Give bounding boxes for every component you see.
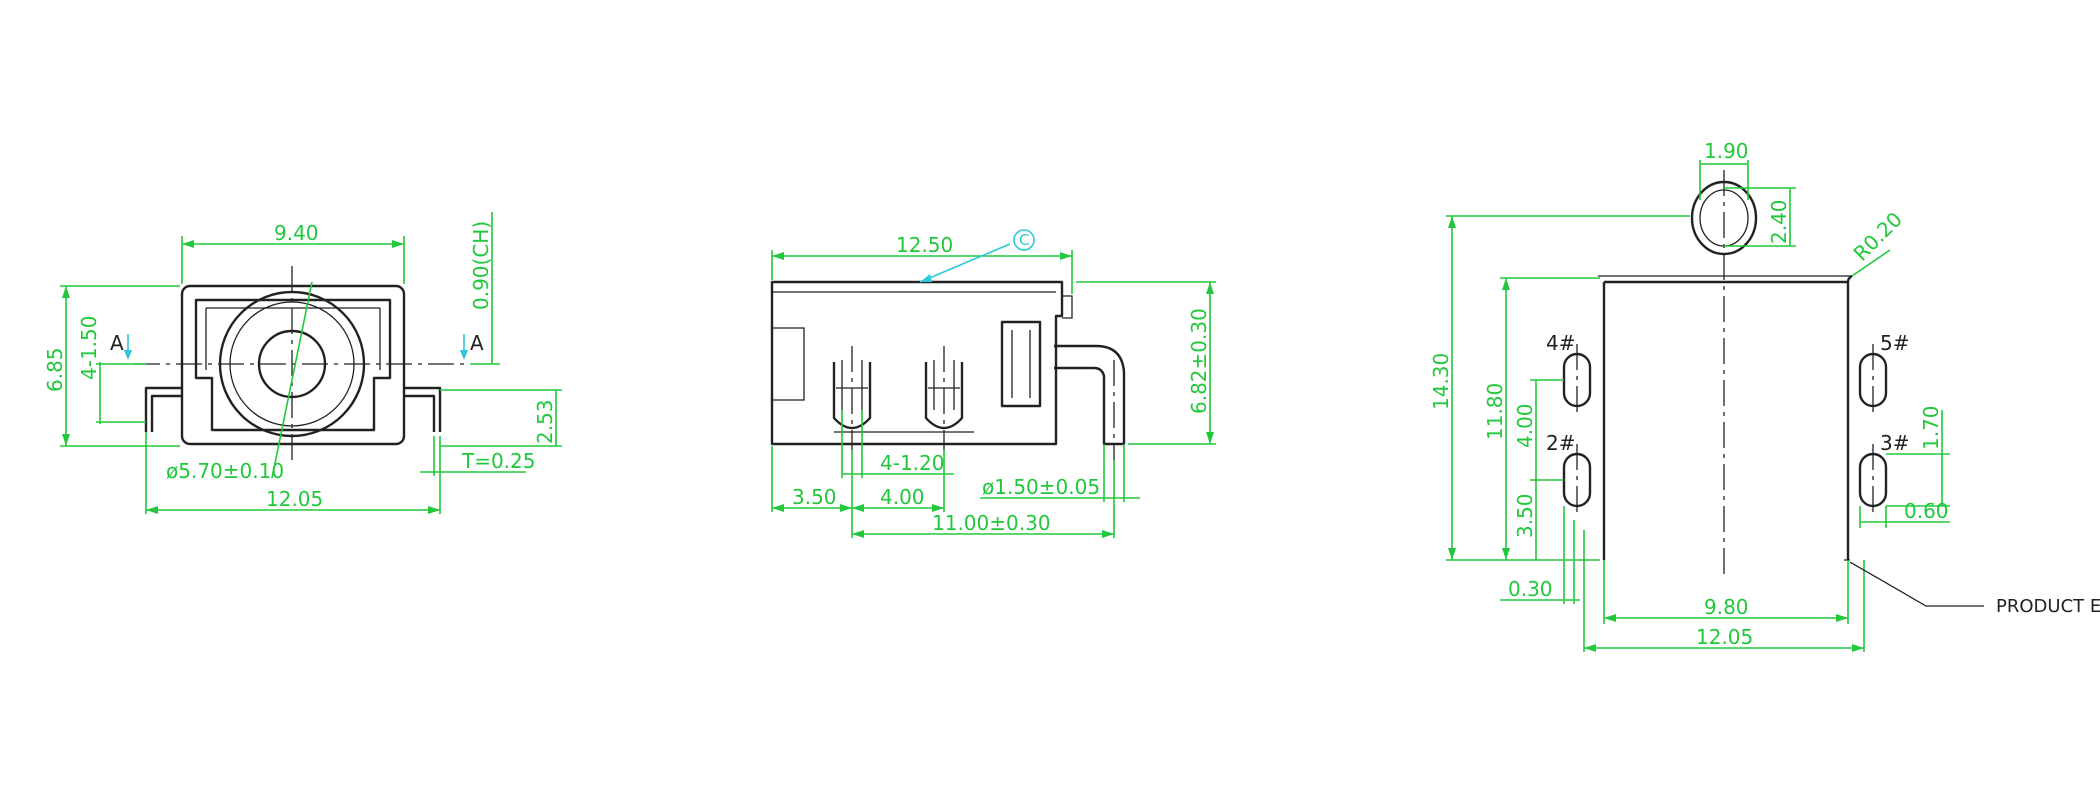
- section-arrowhead-right: [460, 350, 468, 360]
- dim-11-80: 11.80: [1483, 383, 1507, 440]
- front-view: A A 9.40 6.85 4-1.50 0.90(CH) 2.53: [43, 212, 562, 514]
- front-body-inner: [194, 298, 392, 432]
- pin-label-4: 4#: [1546, 331, 1575, 355]
- bottom-view: 4# 5# 2# 3# 1.90 2.40 R0.20 14.30 11.80: [1429, 139, 2100, 652]
- arrowhead: [852, 530, 864, 538]
- arrowhead: [1206, 282, 1214, 294]
- arrowhead: [932, 504, 944, 512]
- arrowhead: [772, 252, 784, 260]
- dim-9-40: 9.40: [274, 221, 319, 245]
- front-right-leg: [404, 386, 442, 432]
- arrowhead: [1102, 530, 1114, 538]
- dim-hole-diameter: ø5.70±0.10: [166, 459, 284, 483]
- callout-arrowhead: [920, 274, 932, 282]
- dim-t-0-25: T=0.25: [461, 449, 536, 473]
- dim-12-05-bottom: 12.05: [1696, 625, 1753, 649]
- callout-symbol: C: [1019, 231, 1029, 249]
- dim-leader-radius: [1851, 249, 1891, 277]
- dim-leader-hole: [271, 281, 313, 479]
- section-arrowhead-left: [124, 350, 132, 360]
- dim-14-30: 14.30: [1429, 353, 1453, 410]
- dim-1-90: 1.90: [1704, 139, 1749, 163]
- dim-9-80: 9.80: [1704, 595, 1749, 619]
- dim-4-00-bottom: 4.00: [1513, 403, 1537, 448]
- section-label-left: A: [110, 331, 124, 355]
- side-view: 12.50 C 6.82±0.30 4-1.20 ø1.50±0.05 3.50: [770, 229, 1216, 538]
- side-connector: [1000, 320, 1042, 408]
- dim-pin-diameter: ø1.50±0.05: [982, 475, 1100, 499]
- side-window: [772, 327, 805, 401]
- pin-label-3: 3#: [1880, 431, 1909, 455]
- arrowhead: [1502, 278, 1510, 290]
- section-label-right: A: [470, 331, 484, 355]
- dim-2-53: 2.53: [533, 399, 557, 444]
- arrowhead: [62, 434, 70, 446]
- callout-leader: [919, 243, 1011, 283]
- arrowhead: [182, 240, 194, 248]
- front-body-outline: [180, 284, 406, 446]
- dim-6-85: 6.85: [43, 347, 67, 392]
- side-body-outline: [770, 280, 1064, 446]
- arrowhead: [1206, 432, 1214, 444]
- callout-circle: [1013, 229, 1035, 251]
- dim-1-70: 1.70: [1919, 405, 1943, 450]
- pin-label-2: 2#: [1546, 431, 1575, 455]
- front-left-leg: [144, 386, 182, 432]
- arrowhead: [1836, 614, 1848, 622]
- dim-11-00: 11.00±0.30: [932, 511, 1051, 535]
- dim-0-90-ch: 0.90(CH): [469, 221, 493, 310]
- arrowhead: [772, 504, 784, 512]
- dim-6-82: 6.82±0.30: [1187, 308, 1211, 414]
- side-connector-inner: [1011, 330, 1031, 398]
- side-pin-1: [832, 362, 872, 430]
- arrowhead: [1060, 252, 1072, 260]
- bottom-body-outline: [1602, 274, 1853, 560]
- dim-4-1-20: 4-1.20: [880, 451, 944, 475]
- dim-0-60: 0.60: [1904, 499, 1949, 523]
- dim-3-50-side: 3.50: [792, 485, 837, 509]
- dim-0-30: 0.30: [1508, 577, 1553, 601]
- arrowhead: [62, 286, 70, 298]
- dim-2-40: 2.40: [1767, 199, 1791, 244]
- dim-12-50: 12.50: [896, 233, 953, 257]
- dim-4-1-50: 4-1.50: [77, 316, 101, 380]
- pin-label-5: 5#: [1880, 331, 1909, 355]
- arrowhead: [1584, 644, 1596, 652]
- product-edge-label: PRODUCT EDGE: [1996, 596, 2100, 617]
- arrowhead: [1852, 644, 1864, 652]
- front-inner-rim: [205, 307, 381, 370]
- dim-r-0-20: R0.20: [1849, 207, 1907, 265]
- arrowhead: [1604, 614, 1616, 622]
- arrowhead: [392, 240, 404, 248]
- dim-4-00-side: 4.00: [880, 485, 925, 509]
- side-tab: [1062, 295, 1073, 319]
- arrowhead: [1448, 548, 1456, 560]
- side-pin-2: [924, 362, 964, 430]
- arrowhead: [1448, 216, 1456, 228]
- arrowhead: [146, 506, 158, 514]
- arrowhead: [428, 506, 440, 514]
- dim-3-50-bottom: 3.50: [1513, 493, 1537, 538]
- arrowhead: [852, 504, 864, 512]
- arrowhead: [1502, 548, 1510, 560]
- arrowhead: [840, 504, 852, 512]
- product-edge-leader: [1849, 561, 1984, 607]
- dim-12-05-front: 12.05: [266, 487, 323, 511]
